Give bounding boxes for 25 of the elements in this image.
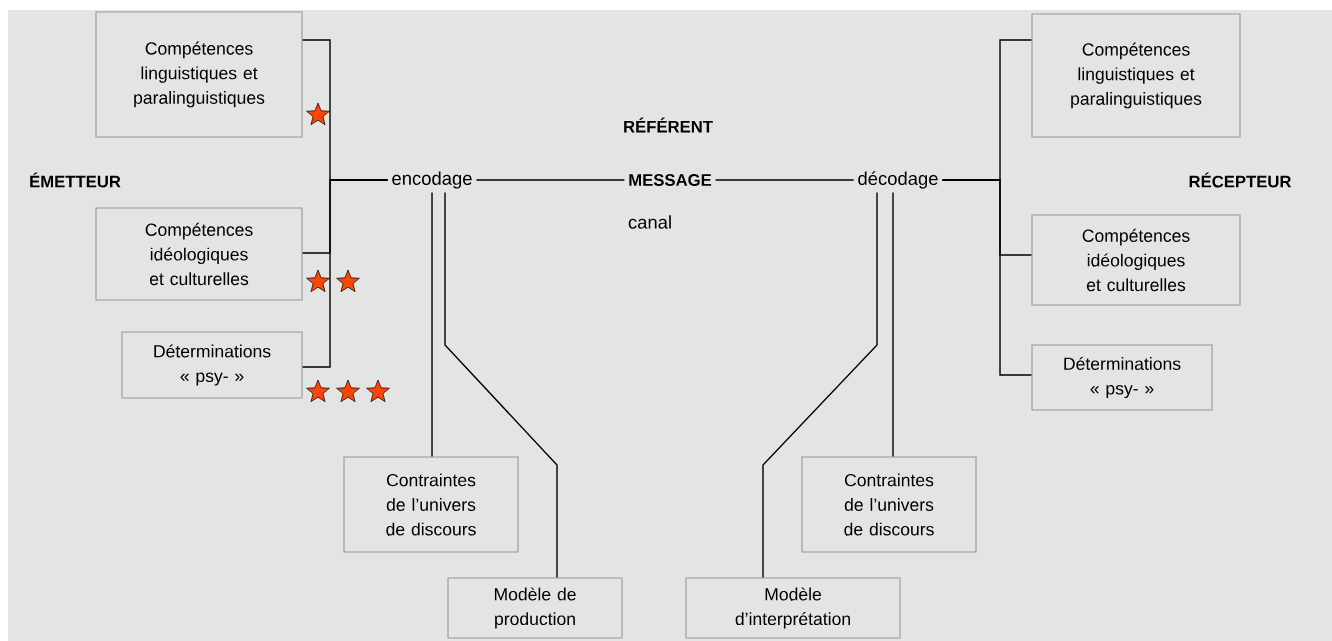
connector-line bbox=[941, 179, 1033, 376]
role-label: ÉMETTEUR bbox=[30, 172, 121, 188]
connector-line bbox=[762, 191, 878, 579]
connector-line bbox=[475, 179, 626, 181]
connector-line bbox=[301, 179, 389, 368]
role-label: RÉCEPTEUR bbox=[1189, 172, 1292, 188]
role-label: RÉFÉRENT bbox=[624, 117, 713, 133]
text-box: Compétences idéologiques et culturelles bbox=[1031, 214, 1241, 306]
connector-line bbox=[714, 179, 855, 181]
text-box: Contraintes de l’univers de discours bbox=[801, 456, 977, 553]
text-box: Compétences linguistiques et paralinguistiques bbox=[95, 11, 303, 138]
message-label: MESSAGE bbox=[629, 174, 712, 186]
text-box: Compétences idéologiques et culturelles bbox=[95, 207, 303, 301]
channel-label: canal bbox=[628, 215, 671, 229]
connector-line bbox=[892, 191, 894, 458]
process-label: encodage bbox=[392, 171, 472, 189]
text-box: Déterminations « psy- » bbox=[121, 331, 303, 399]
text-box: Compétences linguistiques et paralinguistiques bbox=[1031, 13, 1241, 138]
text-box: Modèle de production bbox=[447, 577, 623, 639]
text-box: Déterminations « psy- » bbox=[1031, 344, 1213, 411]
text-box: Contraintes de l’univers de discours bbox=[343, 456, 519, 553]
connector-line bbox=[444, 191, 558, 579]
process-label: décodage bbox=[858, 171, 938, 189]
connector-line bbox=[431, 191, 433, 458]
text-box: Modèle d’interprétation bbox=[685, 577, 901, 639]
